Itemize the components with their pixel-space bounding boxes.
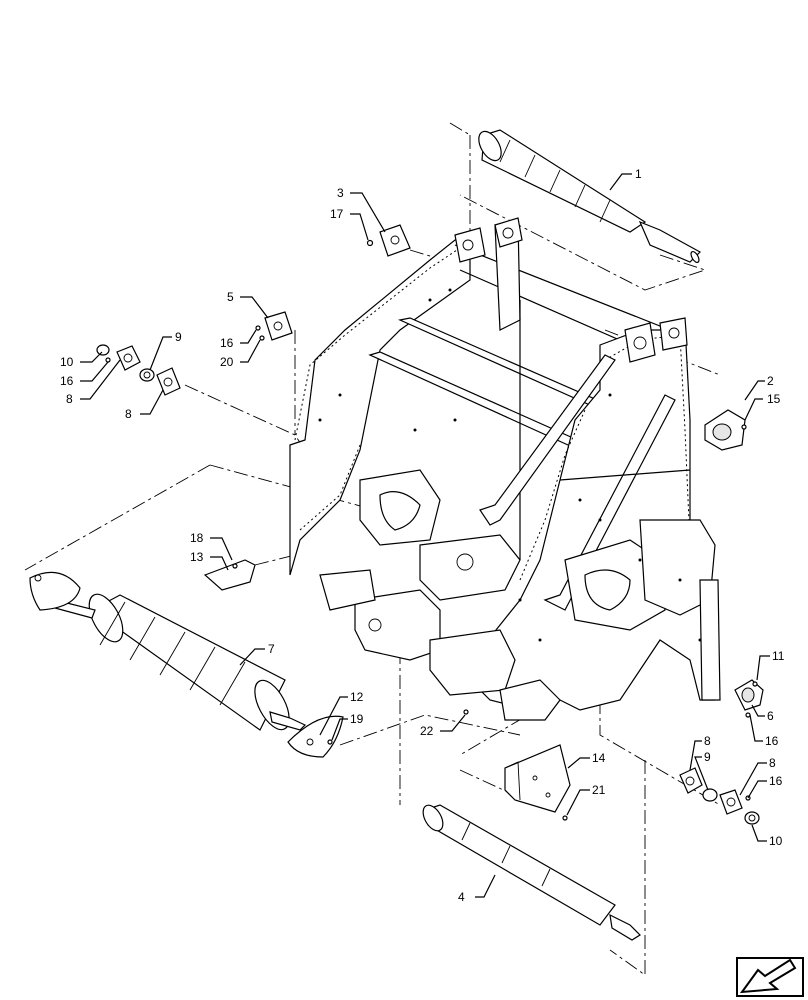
callout-12: 12 — [350, 690, 364, 704]
callout-20: 20 — [220, 355, 234, 369]
callout-8-b: 8 — [125, 407, 132, 421]
callout-9-b: 9 — [704, 750, 711, 764]
callout-labels: 1 2 3 4 5 6 7 8 8 8 8 9 9 10 10 11 12 13… — [60, 167, 785, 904]
callout-19: 19 — [350, 712, 364, 726]
part-4-bottom-roller — [422, 804, 641, 941]
callout-3: 3 — [337, 186, 344, 200]
callout-5: 5 — [227, 290, 234, 304]
callout-8-a: 8 — [66, 392, 73, 406]
callout-1: 1 — [635, 167, 642, 181]
part-1-top-roller — [478, 129, 701, 264]
callout-18: 18 — [190, 531, 204, 545]
callout-16-b: 16 — [220, 336, 234, 350]
callout-22: 22 — [420, 724, 434, 738]
callout-21: 21 — [592, 783, 606, 797]
arrow-in-box-icon[interactable] — [736, 957, 804, 997]
baler-frame — [289, 217, 721, 721]
callout-13: 13 — [190, 550, 204, 564]
bearing-flanges — [96, 224, 764, 825]
part-7-large-roller — [29, 571, 344, 758]
callout-16-d: 16 — [769, 774, 783, 788]
callout-6: 6 — [767, 709, 774, 723]
leader-lines — [80, 173, 770, 898]
rivet-dots — [318, 288, 702, 642]
plates-hardware — [203, 559, 571, 821]
callout-7: 7 — [268, 642, 275, 656]
callout-14: 14 — [592, 751, 606, 765]
callout-2: 2 — [767, 374, 774, 388]
callout-10-a: 10 — [60, 355, 74, 369]
callout-16-a: 16 — [60, 374, 74, 388]
callout-9-a: 9 — [175, 330, 182, 344]
callout-10-b: 10 — [769, 834, 783, 848]
callout-8-d: 8 — [769, 756, 776, 770]
callout-4: 4 — [458, 890, 465, 904]
callout-16-c: 16 — [765, 734, 779, 748]
callout-15: 15 — [767, 392, 781, 406]
callout-11: 11 — [772, 649, 785, 663]
callout-8-c: 8 — [704, 734, 711, 748]
callout-17: 17 — [330, 207, 344, 221]
